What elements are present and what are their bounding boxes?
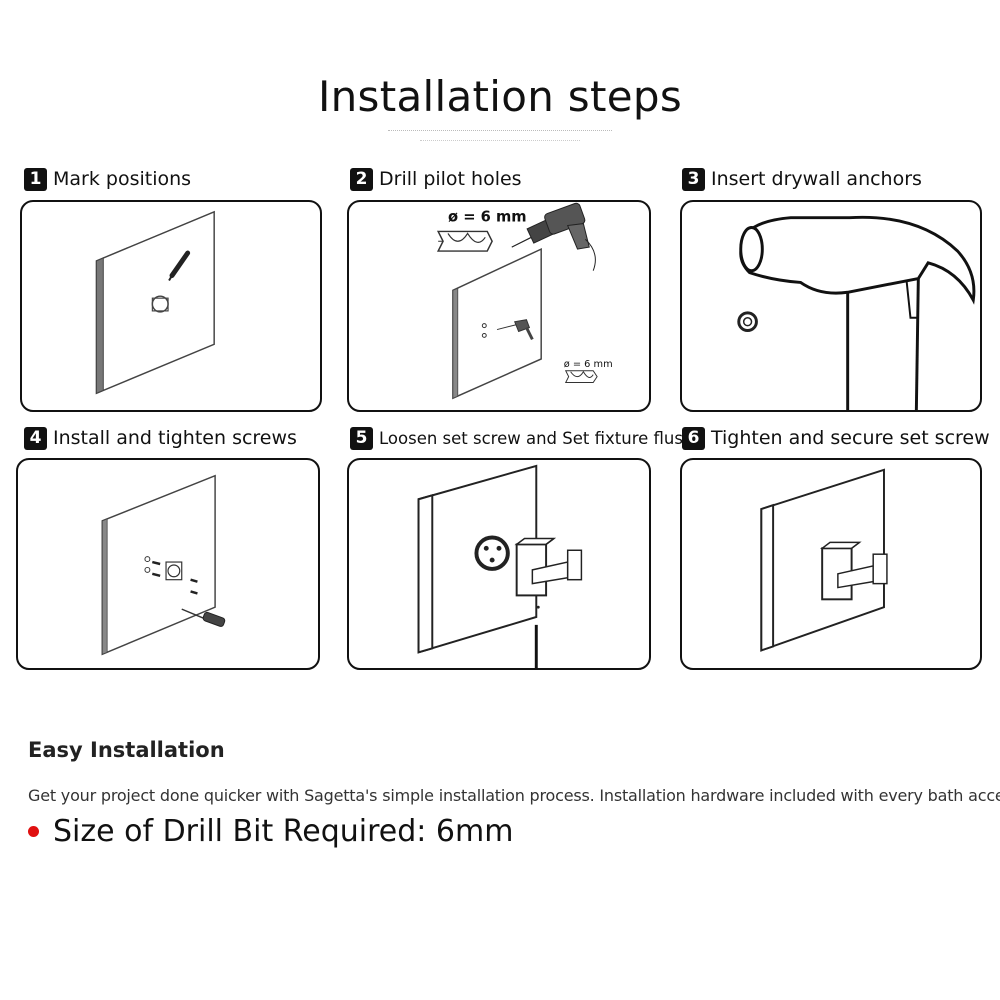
hex-key-icon	[534, 624, 538, 668]
step-3-number: 3	[682, 167, 705, 191]
step-1-label: 1 Mark positions	[24, 166, 191, 192]
hook-base-outline-icon	[151, 295, 169, 313]
step-4-illustration	[16, 458, 320, 670]
secured-hook-illustration	[760, 468, 888, 652]
step-2-number: 2	[350, 167, 373, 191]
step-5-illustration	[347, 458, 651, 670]
step-4-text: Install and tighten screws	[53, 427, 297, 449]
drill-bit-icon	[436, 230, 493, 252]
step-4-number: 4	[24, 426, 47, 450]
bullet-dot-icon	[28, 826, 39, 837]
drill-bit-requirement: Size of Drill Bit Required: 6mm	[28, 814, 513, 849]
step-3-text: Insert drywall anchors	[711, 168, 922, 190]
step-2-label: 2 Drill pilot holes	[350, 166, 522, 192]
step-3-illustration	[680, 200, 982, 412]
step-4-label: 4 Install and tighten screws	[24, 425, 297, 451]
step-1-number: 1	[24, 167, 47, 191]
step-6-number: 6	[682, 426, 705, 450]
step-3-label: 3 Insert drywall anchors	[682, 166, 922, 192]
drill-icon	[511, 202, 596, 271]
anchor-icon	[737, 311, 758, 332]
title-divider	[388, 130, 612, 131]
step-6-text: Tighten and secure set screw	[711, 427, 990, 449]
hook-base-outline-icon	[165, 561, 183, 581]
step-5-label: 5 Loosen set screw and Set fixture flush	[350, 425, 693, 451]
step-5-number: 5	[350, 426, 373, 450]
towel-hook-icon	[514, 537, 583, 597]
step-6-illustration	[680, 458, 982, 670]
drill-bit-requirement-text: Size of Drill Bit Required: 6mm	[53, 814, 514, 849]
easy-installation-description: Get your project done quicker with Saget…	[28, 786, 1000, 805]
towel-hook-icon	[819, 541, 888, 601]
pencil-icon	[168, 250, 191, 281]
small-drill-icon	[496, 319, 534, 341]
easy-installation-heading: Easy Installation	[28, 738, 225, 762]
title-divider-secondary	[420, 140, 580, 141]
step-1-illustration	[20, 200, 322, 412]
hammer-icon	[739, 215, 976, 410]
page-title: Installation steps	[317, 72, 683, 121]
hammer-anchor-illustration	[737, 215, 976, 410]
fixture-flush-illustration	[417, 464, 583, 668]
drill-wall-illustration: ø = 6 mm ø = 6 mm	[436, 202, 613, 400]
step-2-text: Drill pilot holes	[379, 168, 522, 190]
screw-icon	[144, 556, 161, 577]
wall-plate-illustration	[95, 210, 215, 395]
bit-size-label-small: ø = 6 mm	[564, 359, 613, 370]
bit-size-label-large: ø = 6 mm	[448, 209, 527, 226]
step-5-text: Loosen set screw and Set fixture flush	[379, 428, 694, 448]
step-2-illustration: ø = 6 mm ø = 6 mm	[347, 200, 651, 412]
screw-install-illustration	[101, 474, 226, 656]
step-6-label: 6 Tighten and secure set screw	[682, 425, 990, 451]
screwdriver-icon	[181, 608, 226, 627]
step-1-text: Mark positions	[53, 168, 192, 190]
drill-bit-small-icon	[564, 370, 598, 384]
hook-base-icon	[474, 535, 510, 571]
